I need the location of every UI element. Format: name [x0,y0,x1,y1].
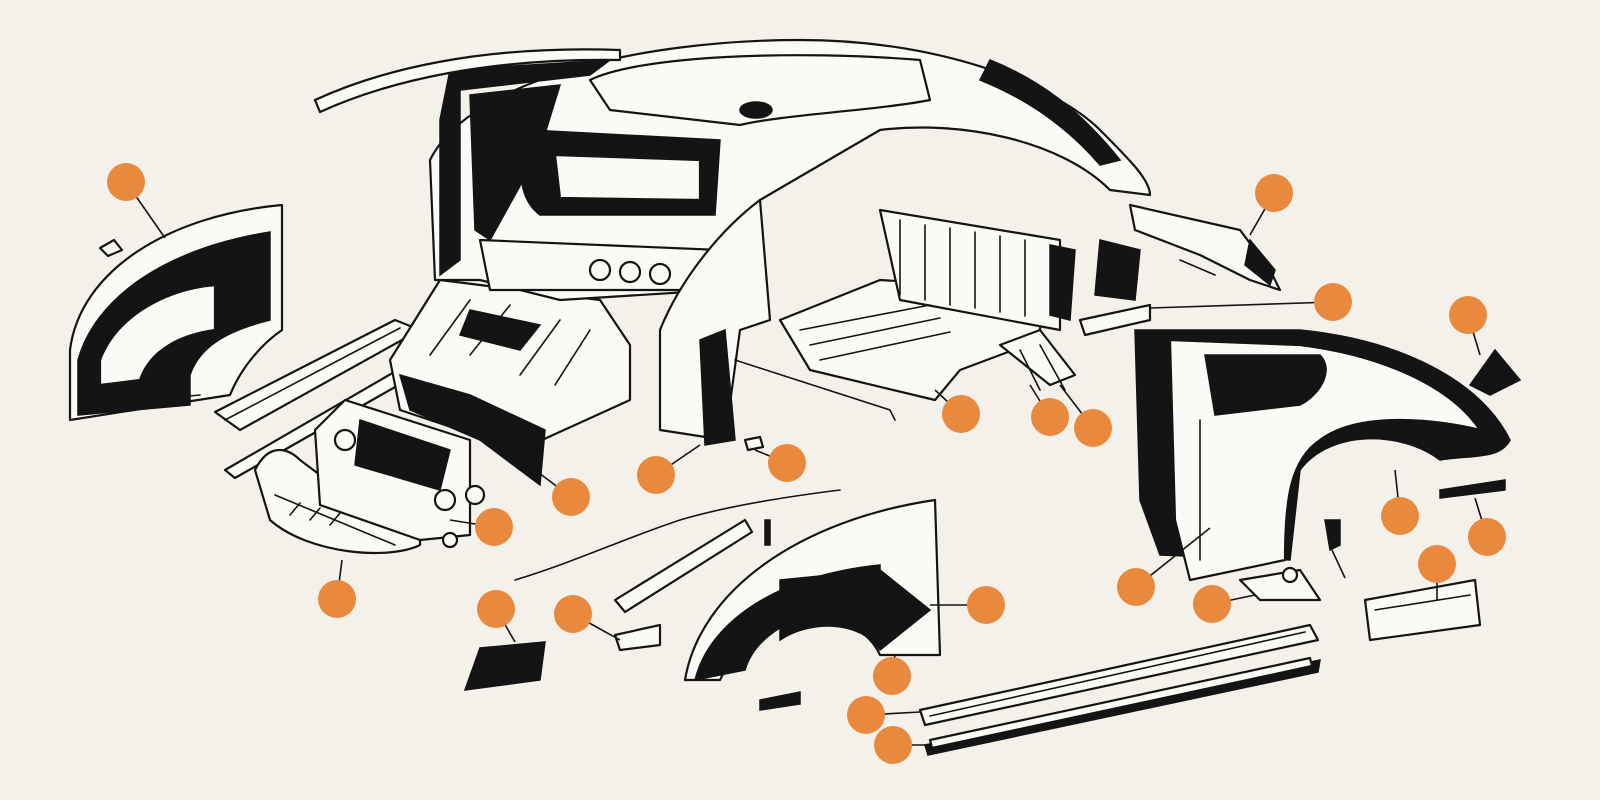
hotspot-marker-circle[interactable] [1117,568,1155,606]
hotspot-marker-circle[interactable] [942,395,980,433]
hotspot-marker-circle[interactable] [475,508,513,546]
hotspot-rear-apron-strip[interactable] [1468,518,1506,556]
hotspot-marker-circle[interactable] [318,580,356,618]
hotspot-spare-wheel-well[interactable] [552,478,590,516]
hotspot-marker-circle[interactable] [637,456,675,494]
rear-valance-drawing [1363,578,1482,642]
hotspot-rear-floor-brace-right[interactable] [1074,409,1112,447]
hotspot-marker-circle[interactable] [552,478,590,516]
hotspot-wheel-arch-inner-right[interactable] [1381,497,1419,535]
hotspot-front-right-fender[interactable] [967,586,1005,624]
hotspot-marker-circle[interactable] [1418,545,1456,583]
hotspot-front-headlight-panel[interactable] [475,508,513,546]
hotspot-marker-circle[interactable] [1381,497,1419,535]
roof-shell-drawing [313,38,1152,302]
hotspot-marker-circle[interactable] [1074,409,1112,447]
rear-quarter-panel-drawing [1134,329,1511,582]
hotspot-marker-circle[interactable] [1314,283,1352,321]
hotspot-rear-luggage-floor[interactable] [942,395,980,433]
hotspot-marker-circle[interactable] [1468,518,1506,556]
front-floor-drawing [388,278,632,487]
hotspot-rear-corner-bracket[interactable] [1449,296,1487,334]
hotspot-markers [107,163,1506,764]
front-left-fender-drawing [68,203,284,422]
hotspot-marker-circle[interactable] [1193,585,1231,623]
hotspot-marker-circle[interactable] [554,595,592,633]
hotspot-marker-circle[interactable] [1449,296,1487,334]
hotspot-heater-channel[interactable] [554,595,592,633]
rear-small-parts-drawing [1238,479,1506,602]
sill-running-board-drawing [918,623,1321,756]
hotspot-marker-circle[interactable] [1031,398,1069,436]
front-right-fender-drawing [683,498,942,682]
hotspot-rear-floor-brace-left[interactable] [1031,398,1069,436]
hotspot-marker-circle[interactable] [768,444,806,482]
hotspot-rear-deck-cover[interactable] [1255,174,1293,212]
hotspot-marker-circle[interactable] [107,163,145,201]
hotspot-front-left-fender[interactable] [107,163,145,201]
hotspot-rear-quarter-lower[interactable] [1117,568,1155,606]
hotspot-marker-circle[interactable] [1255,174,1293,212]
hotspot-small-gusset[interactable] [873,657,911,695]
hotspot-marker-circle[interactable] [874,726,912,764]
hotspot-marker-circle[interactable] [967,586,1005,624]
door-pillar-drawing [658,198,896,452]
hotspot-marker-circle[interactable] [847,696,885,734]
hotspot-marker-circle[interactable] [873,657,911,695]
rear-floor-drawing [778,208,1077,402]
rear-corner-bracket-drawing [1468,348,1522,396]
front-panel-drawing [313,398,486,549]
hotspot-rear-quarter-trim[interactable] [1314,283,1352,321]
hotspot-a-pillar-bracket[interactable] [768,444,806,482]
hotspot-door-pillar-post[interactable] [637,456,675,494]
hotspot-sill-plate[interactable] [847,696,885,734]
rear-deck-drawing [1078,203,1282,337]
hotspot-rear-valance[interactable] [1418,545,1456,583]
heater-channel-drawing [463,489,841,711]
hotspot-wheel-arch-inner-left[interactable] [477,590,515,628]
hotspot-jack-point[interactable] [1193,585,1231,623]
hotspot-marker-circle[interactable] [477,590,515,628]
hotspot-front-valance[interactable] [318,580,356,618]
leader-lines [125,181,1488,746]
hotspot-running-board[interactable] [874,726,912,764]
